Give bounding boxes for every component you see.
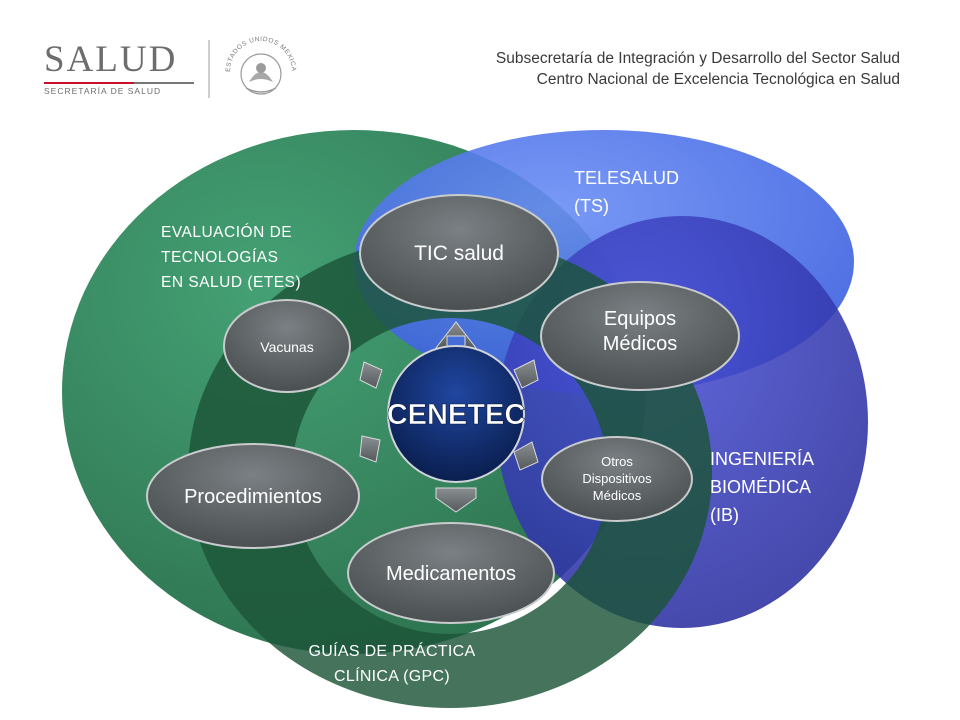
logo-subtitle: SECRETARÍA DE SALUD: [44, 86, 162, 96]
header-line-2: Centro Nacional de Excelencia Tecnológic…: [536, 71, 900, 88]
ts-line-2: (TS): [574, 196, 609, 216]
node-medicamentos-line-1: Medicamentos: [386, 563, 516, 585]
node-equipos-line-1: Equipos: [604, 308, 676, 330]
cenetec-label: CENETEC: [387, 399, 526, 431]
gpc-line-1: GUÍAS DE PRÁCTICA: [309, 641, 476, 660]
national-seal-icon: ESTADOS UNIDOS MEXICANOS: [222, 32, 296, 95]
ib-line-1: INGENIERÍA: [710, 449, 814, 469]
node-tic-salud: TIC salud: [359, 194, 559, 312]
node-otros-line-3: Médicos: [593, 488, 642, 503]
node-otros-line-2: Dispositivos: [582, 471, 652, 486]
node-medicamentos: Medicamentos: [347, 522, 555, 624]
logo-divider: [208, 40, 210, 98]
node-otros-line-1: Otros: [601, 454, 633, 469]
node-procedimientos-line-1: Procedimientos: [184, 486, 322, 508]
logo-rule: [44, 82, 194, 84]
logo-word: SALUD: [44, 39, 178, 80]
node-procedimientos: Procedimientos: [146, 443, 360, 549]
salud-logo: SALUD SECRETARÍA DE SALUD: [44, 40, 194, 96]
cenetec-center: [387, 345, 525, 483]
node-vacunas: Vacunas: [223, 299, 351, 393]
node-tic-line-1: TIC salud: [414, 242, 504, 265]
label-telesalud: TELESALUD (TS): [574, 168, 679, 216]
ts-line-1: TELESALUD: [574, 168, 679, 188]
node-otros-dispositivos: Otros Dispositivos Médicos: [541, 436, 693, 522]
label-etes: EVALUACIÓN DE TECNOLOGÍAS EN SALUD (ETES…: [161, 224, 301, 291]
node-equipos-medicos: Equipos Médicos: [540, 281, 740, 391]
label-ib: INGENIERÍA BIOMÉDICA (IB): [710, 449, 814, 525]
node-vacunas-line-1: Vacunas: [260, 339, 313, 355]
center-arrows: [359, 321, 539, 513]
gpc-line-2: CLÍNICA (GPC): [334, 666, 450, 685]
ib-line-3: (IB): [710, 505, 739, 525]
header-text: Subsecretaría de Integración y Desarroll…: [496, 48, 900, 90]
etes-line-2: TECNOLOGÍAS: [161, 249, 278, 266]
etes-line-1: EVALUACIÓN DE: [161, 224, 292, 241]
node-equipos-line-2: Médicos: [603, 333, 677, 355]
header-line-1: Subsecretaría de Integración y Desarroll…: [495, 50, 900, 67]
label-gpc: GUÍAS DE PRÁCTICA CLÍNICA (GPC): [309, 641, 476, 685]
ib-line-2: BIOMÉDICA: [710, 477, 811, 497]
etes-line-3: EN SALUD (ETES): [161, 274, 301, 291]
